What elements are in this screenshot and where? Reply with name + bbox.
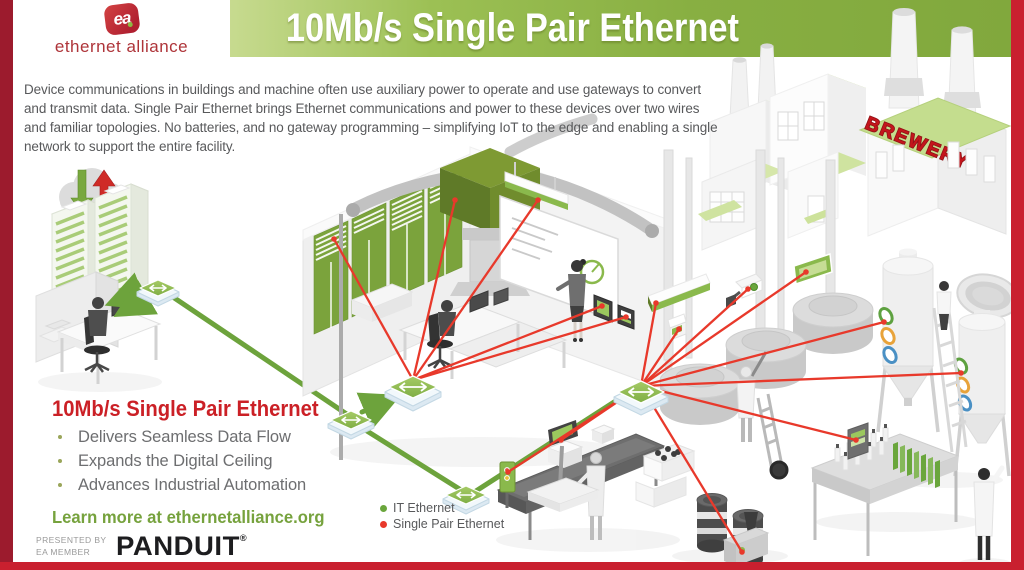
legend-item-single-pair: Single Pair Ethernet bbox=[380, 517, 504, 531]
presented-by-label: PRESENTED BY EA MEMBER bbox=[36, 535, 107, 557]
pipe-columns bbox=[663, 149, 836, 361]
bullet-icon bbox=[58, 458, 62, 463]
left-accent-stripe bbox=[0, 0, 13, 570]
conveyor-box bbox=[590, 424, 616, 444]
monitor-icon bbox=[469, 290, 489, 313]
weighing-scale bbox=[526, 420, 600, 512]
intro-paragraph: Device communications in buildings and m… bbox=[24, 81, 718, 154]
learn-more-link[interactable]: Learn more at ethernetalliance.org bbox=[52, 507, 325, 527]
sieve-lid bbox=[956, 273, 1020, 319]
network-legend: IT Ethernet Single Pair Ethernet bbox=[380, 501, 504, 533]
switch-node bbox=[327, 410, 375, 440]
chimney-icon bbox=[729, 8, 981, 197]
brewery-switch bbox=[613, 380, 669, 416]
brewer-person bbox=[736, 351, 768, 442]
registered-mark: ® bbox=[240, 533, 248, 543]
ethernet-alliance-logo: ea ethernet alliance bbox=[13, 0, 230, 63]
page-title: 10Mb/s Single Pair Ethernet bbox=[285, 6, 739, 50]
ladder-climber bbox=[936, 281, 952, 330]
bottling-machine bbox=[810, 422, 960, 556]
factory-windows bbox=[875, 141, 996, 183]
bottle-crates bbox=[635, 443, 696, 508]
legend-item-it-ethernet: IT Ethernet bbox=[380, 501, 504, 515]
single-pair-dot-icon bbox=[380, 520, 387, 528]
shrink-tunnel bbox=[893, 442, 940, 488]
feature-bullet: Delivers Seamless Data Flow bbox=[52, 428, 382, 447]
network-switches bbox=[136, 279, 669, 515]
switch-node bbox=[442, 485, 490, 515]
bottom-accent-bar bbox=[0, 562, 1024, 570]
brew-vats bbox=[659, 292, 874, 425]
camera-device bbox=[726, 273, 763, 308]
brewery-floor bbox=[496, 149, 1020, 567]
factory-windows bbox=[777, 101, 825, 141]
office-desks bbox=[350, 283, 568, 379]
filling-machine bbox=[722, 512, 770, 566]
seated-office-worker bbox=[427, 300, 456, 369]
it-ethernet-dot-icon bbox=[380, 504, 387, 512]
office-room bbox=[302, 113, 673, 460]
brewery-building: BREWERY bbox=[698, 8, 1012, 251]
ladder bbox=[932, 302, 968, 453]
right-accent-stripe bbox=[1011, 0, 1024, 570]
feature-bullet: Advances Industrial Automation bbox=[52, 476, 382, 495]
feature-heading: 10Mb/s Single Pair Ethernet bbox=[52, 396, 319, 421]
bullet-icon bbox=[58, 482, 62, 487]
panduit-logo: PANDUIT® bbox=[116, 531, 248, 561]
ea-brand-name: ethernet alliance bbox=[54, 37, 189, 56]
office-switch bbox=[384, 375, 442, 412]
tank-gauges bbox=[878, 306, 898, 365]
seated-worker bbox=[84, 297, 110, 373]
monitor-icon bbox=[493, 287, 509, 306]
switch-node bbox=[136, 279, 180, 307]
fermenter-silo bbox=[876, 248, 940, 433]
air-conditioner-unit bbox=[647, 273, 711, 312]
feature-block: 10Mb/s Single Pair Ethernet Delivers Sea… bbox=[52, 396, 382, 528]
bullet-icon bbox=[58, 434, 62, 439]
feature-bullet: Expands the Digital Ceiling bbox=[52, 452, 382, 471]
hand-truck bbox=[756, 393, 789, 480]
footer: PRESENTED BY EA MEMBER PANDUIT® bbox=[36, 531, 248, 562]
fermenter-silo bbox=[953, 310, 1011, 477]
inspector-person bbox=[973, 465, 1005, 560]
smart-light-fixture bbox=[504, 162, 569, 210]
